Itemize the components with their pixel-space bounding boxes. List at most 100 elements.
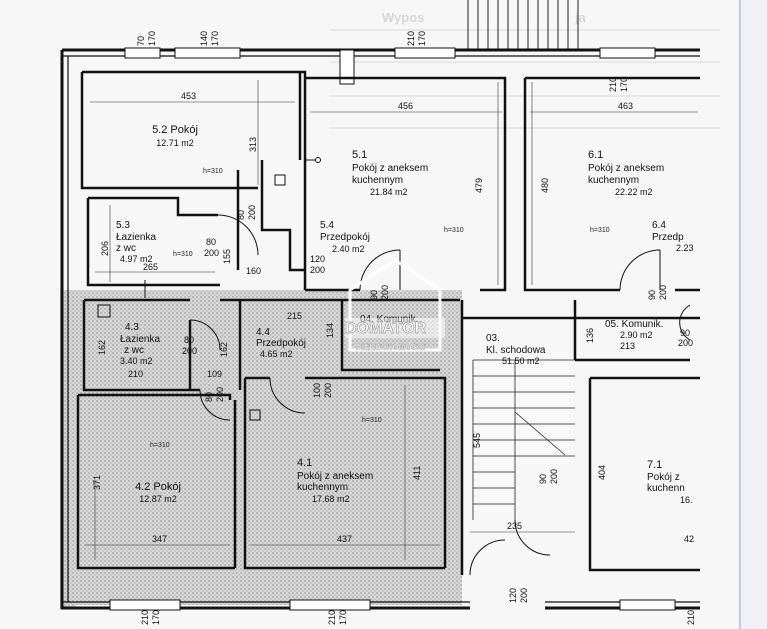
svg-text:200: 200 xyxy=(380,285,390,300)
svg-text:210: 210 xyxy=(406,31,416,46)
svg-text:ja: ja xyxy=(574,10,587,25)
svg-text:80: 80 xyxy=(206,237,216,247)
doors xyxy=(189,214,691,576)
svg-text:162: 162 xyxy=(97,340,107,355)
svg-text:h=310: h=310 xyxy=(362,417,382,424)
svg-text:371: 371 xyxy=(92,475,102,490)
svg-text:170: 170 xyxy=(619,77,629,92)
svg-text:4.1: 4.1 xyxy=(297,457,312,469)
svg-text:453: 453 xyxy=(181,91,196,101)
svg-text:200: 200 xyxy=(323,383,333,398)
svg-text:206: 206 xyxy=(100,241,110,256)
svg-text:NIERUCHOMOŚCI: NIERUCHOMOŚCI xyxy=(356,343,425,352)
svg-text:Łazienka: Łazienka xyxy=(116,232,156,243)
room-5-2-label: 5.2 Pokój 12.71 m2 xyxy=(152,124,198,148)
svg-text:170: 170 xyxy=(338,610,348,625)
svg-text:51.50 m2: 51.50 m2 xyxy=(502,356,540,366)
room-05-label: 05. Komunik. 2.90 m2 xyxy=(605,319,663,340)
svg-text:90: 90 xyxy=(647,290,657,300)
svg-text:7.1: 7.1 xyxy=(647,459,662,471)
svg-text:170: 170 xyxy=(151,610,161,625)
svg-text:120: 120 xyxy=(508,588,518,603)
room-4-3-label: 4.3 Łazienka z wc 3.40 m2 xyxy=(120,322,160,366)
svg-text:2.23: 2.23 xyxy=(676,243,694,253)
svg-text:4.4: 4.4 xyxy=(256,327,270,338)
svg-text:4.2 Pokój: 4.2 Pokój xyxy=(135,481,181,493)
svg-text:200: 200 xyxy=(310,265,325,275)
svg-text:80: 80 xyxy=(236,210,246,220)
svg-text:kuchennym: kuchennym xyxy=(588,175,639,186)
room-7-1-label: 7.1 Pokój z kuchenn 16. xyxy=(647,459,693,505)
interior-walls xyxy=(76,70,700,575)
svg-text:134: 134 xyxy=(325,323,335,338)
svg-text:200: 200 xyxy=(204,248,219,258)
svg-text:03.: 03. xyxy=(486,333,500,344)
svg-text:170: 170 xyxy=(417,31,427,46)
svg-text:5.2 Pokój: 5.2 Pokój xyxy=(152,124,198,136)
svg-text:21.84 m2: 21.84 m2 xyxy=(370,187,408,197)
svg-text:120: 120 xyxy=(310,254,325,264)
right-margin xyxy=(738,0,767,629)
svg-text:6.1: 6.1 xyxy=(588,149,603,161)
svg-text:kuchenn: kuchenn xyxy=(647,483,685,494)
bottom-windows xyxy=(109,599,676,611)
svg-text:DOMATOR: DOMATOR xyxy=(345,320,427,337)
svg-text:Wypos: Wypos xyxy=(382,10,424,25)
svg-text:479: 479 xyxy=(474,178,484,193)
svg-text:12.71 m2: 12.71 m2 xyxy=(156,138,194,148)
top-windows xyxy=(124,47,656,85)
svg-text:313: 313 xyxy=(248,137,258,152)
svg-text:h=310: h=310 xyxy=(203,168,223,175)
svg-text:17.68 m2: 17.68 m2 xyxy=(312,494,350,504)
svg-text:200: 200 xyxy=(215,387,225,402)
svg-text:h=310: h=310 xyxy=(150,442,170,449)
svg-text:5.1: 5.1 xyxy=(352,149,367,161)
room-4-2-label: 4.2 Pokój 12.87 m2 xyxy=(135,481,181,504)
svg-text:90: 90 xyxy=(538,474,548,484)
svg-text:05. Komunik.: 05. Komunik. xyxy=(605,319,663,330)
svg-text:80: 80 xyxy=(184,335,194,345)
staircase-03 xyxy=(472,359,575,520)
svg-text:Pokój z aneksem: Pokój z aneksem xyxy=(297,471,373,482)
svg-text:h=310: h=310 xyxy=(444,227,464,234)
svg-text:6.4: 6.4 xyxy=(652,220,666,231)
svg-text:4.97 m2: 4.97 m2 xyxy=(120,254,153,264)
svg-text:265: 265 xyxy=(143,262,158,272)
svg-text:4.3: 4.3 xyxy=(125,322,139,333)
svg-text:90: 90 xyxy=(680,328,690,338)
svg-text:411: 411 xyxy=(412,466,422,480)
svg-text:210: 210 xyxy=(608,77,618,92)
svg-text:h=310: h=310 xyxy=(590,227,610,234)
svg-text:136: 136 xyxy=(585,328,595,343)
svg-text:Pokój z aneksem: Pokój z aneksem xyxy=(352,163,428,174)
svg-text:42: 42 xyxy=(684,534,694,544)
svg-text:162: 162 xyxy=(219,342,229,357)
svg-text:213: 213 xyxy=(620,341,635,351)
svg-text:170: 170 xyxy=(147,31,157,46)
svg-text:5.3: 5.3 xyxy=(116,220,130,231)
svg-text:2.90 m2: 2.90 m2 xyxy=(620,330,653,340)
svg-text:210: 210 xyxy=(128,369,143,379)
room-4-1-label: 4.1 Pokój z aneksem kuchennym 17.68 m2 xyxy=(297,457,373,504)
svg-text:100: 100 xyxy=(312,383,322,398)
svg-text:545: 545 xyxy=(472,433,482,448)
dimension-lines xyxy=(85,80,698,560)
svg-text:155: 155 xyxy=(222,249,232,264)
svg-text:200: 200 xyxy=(182,346,197,356)
ceiling-height-labels: h=310 h=310 h=310 h=310 h=310 h=310 xyxy=(150,168,610,449)
upper-stairs xyxy=(467,0,579,50)
svg-text:200: 200 xyxy=(549,469,559,484)
dimension-values: 453 456 463 313 479 480 206 265 160 155 … xyxy=(92,31,696,625)
svg-text:235: 235 xyxy=(507,521,522,531)
domator-watermark: DOMATOR NIERUCHOMOŚCI xyxy=(345,258,445,352)
svg-text:z wc: z wc xyxy=(116,243,136,254)
svg-text:200: 200 xyxy=(247,205,257,220)
svg-text:160: 160 xyxy=(246,266,261,276)
svg-text:kuchennym: kuchennym xyxy=(297,482,348,493)
svg-text:Łazienka: Łazienka xyxy=(120,334,160,345)
hatched-area xyxy=(62,290,462,605)
svg-text:4.65 m2: 4.65 m2 xyxy=(260,349,293,359)
svg-text:347: 347 xyxy=(152,534,167,544)
room-5-3-label: 5.3 Łazienka z wc 4.97 m2 xyxy=(116,220,156,264)
